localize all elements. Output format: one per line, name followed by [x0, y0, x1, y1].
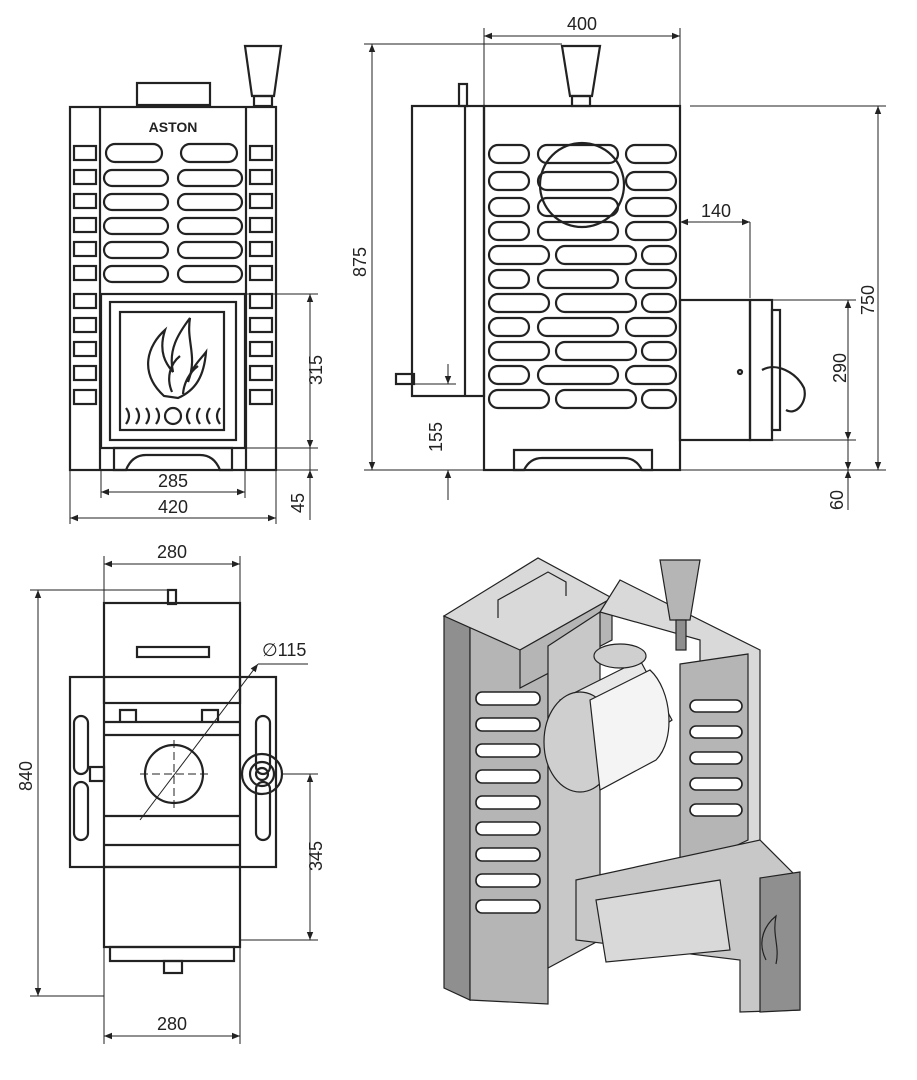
front-view: ASTON — [68, 44, 326, 524]
dim-tunnel-height: 290 — [830, 353, 850, 383]
dim-bottom-width: 280 — [157, 1014, 187, 1034]
dim-door-height: 315 — [306, 355, 326, 385]
top-dimensions: 280 ∅115 840 345 280 — [16, 542, 326, 1044]
dim-tank-depth: 140 — [701, 201, 731, 221]
dim-body-height: 750 — [858, 285, 878, 315]
brand-logo: ASTON — [149, 119, 198, 135]
isometric-view — [442, 557, 801, 1013]
dim-door-width: 285 — [158, 471, 188, 491]
side-dimensions: 400 875 140 750 290 155 60 — [350, 14, 886, 510]
dim-top-width: 400 — [567, 14, 597, 34]
dim-base-height: 45 — [288, 493, 308, 513]
dim-flue-diameter: ∅115 — [262, 640, 306, 660]
front-side-slots — [72, 144, 274, 406]
iso-slots — [475, 691, 743, 914]
top-view: 280 ∅115 840 345 280 — [16, 542, 326, 1044]
dim-tunnel-base: 60 — [827, 490, 847, 510]
dim-flue-offset: 345 — [306, 841, 326, 871]
dim-inlet-height: 155 — [426, 422, 446, 452]
logs-icon — [125, 406, 221, 426]
side-slots — [487, 143, 678, 410]
flame-icon — [147, 317, 208, 400]
internal-pipe-outline — [538, 141, 626, 229]
side-view: 400 875 140 750 290 155 60 — [350, 14, 886, 510]
dim-top-width-2: 280 — [157, 542, 187, 562]
front-slots — [102, 142, 244, 284]
dim-overall-depth: 840 — [16, 761, 36, 791]
front-dimensions: 315 285 420 45 — [69, 293, 326, 524]
dim-overall-width: 420 — [158, 497, 188, 517]
dim-total-height: 875 — [350, 247, 370, 277]
door-handle-icon — [761, 366, 806, 413]
